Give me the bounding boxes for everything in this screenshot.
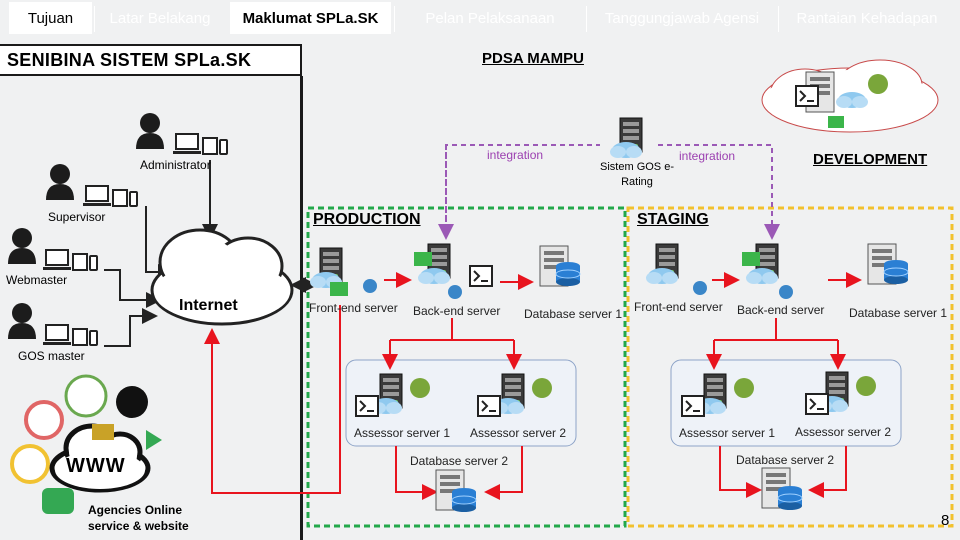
production-db1-icon: [539, 245, 581, 287]
production-db2-icon: [435, 469, 477, 513]
frontend-to-agencies-arrow: [204, 305, 341, 494]
webmaster-label: Webmaster: [6, 273, 68, 287]
gos-rating-label: Sistem GOS e-Rating: [600, 161, 674, 188]
assessor-db2-arrow-left: [395, 446, 438, 500]
backend-assessor-tree: [389, 318, 515, 366]
play-store-icon: [146, 430, 162, 450]
webmaster-icon: [8, 228, 98, 271]
development-cloud: [761, 59, 939, 133]
left-panel-divider: [300, 76, 303, 540]
gos-rating-server-icon: [610, 117, 643, 158]
production-backend-label: Back-end server: [413, 304, 501, 318]
staging-frontend-server-icon: [646, 243, 707, 295]
production-db1-label: Database server 1: [524, 307, 623, 321]
staging-assessor-db2-arrow-right: [808, 446, 847, 498]
tab-maklumat-splask[interactable]: Maklumat SPLa.SK: [230, 2, 391, 34]
production-backend-server-icon: [414, 243, 493, 299]
tab-rantaian-kehadapan[interactable]: Rantaian Kehadapan: [796, 9, 938, 27]
shield-app-icon: [42, 488, 74, 514]
rm-logo-icon: [64, 374, 108, 418]
webmaster-to-internet-line: [104, 269, 162, 308]
gauge-icon: [24, 400, 64, 440]
tab-latar-belakang[interactable]: Latar Belakang: [109, 9, 211, 27]
apple-logo-icon: [116, 386, 148, 418]
integration-label-left: integration: [487, 148, 544, 162]
staging-title: STAGING: [637, 211, 709, 228]
internet-cloud: [150, 228, 294, 326]
agencies-cluster: [10, 374, 162, 514]
pdsa-mampu-label: PDSA MAMPU: [482, 50, 584, 67]
tab-separator: [94, 6, 95, 32]
staging-assessor2-label: Assessor server 2: [795, 425, 892, 439]
gos-master-label: GOS master: [18, 349, 85, 363]
production-title: PRODUCTION: [313, 211, 421, 228]
tab-tujuan[interactable]: Tujuan: [9, 2, 92, 34]
staging-assessor1-icon: [681, 373, 754, 417]
top-navigation-bar: Tujuan Latar Belakang Maklumat SPLa.SK P…: [0, 0, 960, 40]
g-logo-icon: [828, 116, 844, 128]
staging-frontend-label: Front-end server: [634, 300, 723, 314]
staging-backend-label: Back-end server: [737, 303, 825, 317]
tab-pelan-pelaksanaan[interactable]: Pelan Pelaksanaan: [425, 9, 555, 27]
staging-zone: [626, 206, 954, 528]
production-frontend-label: Front-end server: [309, 301, 398, 315]
www-label: WWW: [66, 455, 126, 477]
integration-label-right: integration: [679, 149, 736, 163]
production-db2-label: Database server 2: [410, 454, 509, 468]
page-number: 8: [941, 512, 950, 529]
development-label: DEVELOPMENT: [813, 151, 928, 168]
production-assessor2-label: Assessor server 2: [470, 426, 567, 440]
production-assessor1-label: Assessor server 1: [354, 426, 451, 440]
staging-assessor1-label: Assessor server 1: [679, 426, 776, 440]
tab-tanggungjawab-agensi[interactable]: Tanggungjawab Agensi: [604, 9, 760, 27]
agencies-label: Agencies Online service & website: [88, 503, 189, 533]
staging-assessor-db2-arrow-left: [719, 446, 762, 498]
smile-app-icon: [10, 444, 50, 484]
page-title: SENIBINA SISTEM SPLa.SK: [0, 44, 302, 76]
integration-arrow-staging: [658, 144, 780, 240]
tab-separator: [778, 6, 779, 32]
production-frontend-server-icon: [310, 247, 377, 296]
malaysia-crest-icon: [92, 424, 114, 440]
assessor-db2-arrow-right: [484, 446, 523, 500]
tab-separator: [586, 6, 587, 32]
staging-db1-label: Database server 1: [849, 306, 948, 320]
staging-db2-label: Database server 2: [736, 453, 835, 467]
supervisor-label: Supervisor: [48, 210, 106, 224]
production-assessor2-icon: [477, 373, 552, 417]
staging-backend-server-icon: [742, 243, 793, 299]
production-assessor1-icon: [355, 373, 430, 417]
staging-db2-icon: [761, 467, 803, 511]
production-zone: [306, 206, 627, 528]
administrator-icon: [136, 113, 228, 155]
internet-label: Internet: [179, 297, 238, 314]
supervisor-icon: [46, 164, 138, 207]
staging-backend-assessor-tree: [713, 318, 839, 366]
administrator-label: Administrator: [140, 158, 211, 172]
staging-assessor2-icon: [805, 371, 876, 415]
staging-db1-icon: [867, 243, 909, 285]
gos-master-icon: [8, 303, 98, 346]
tab-separator: [394, 6, 395, 32]
gos-master-to-internet-line: [104, 308, 158, 347]
